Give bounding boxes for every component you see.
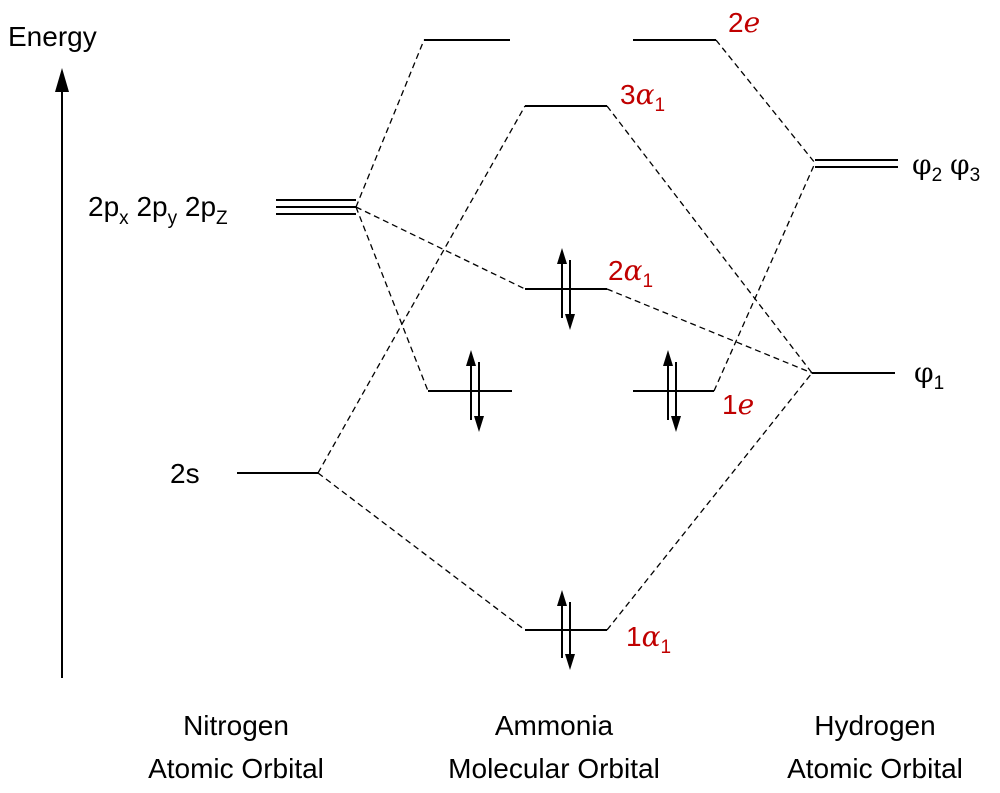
dash-2a1-to-phi1 <box>606 288 813 374</box>
electron-up-arrowhead <box>663 350 673 366</box>
dash-2p-to-1e <box>355 206 429 392</box>
mo-3a1-label: 3α1 <box>620 78 665 116</box>
nitrogen-2s-label: 2s <box>170 458 200 489</box>
electron-down-arrowhead <box>474 416 484 432</box>
dash-2s-to-1a1 <box>317 472 526 631</box>
nitrogen-caption-line2: Atomic Orbital <box>148 753 324 784</box>
hydrogen-phi1-label: φ1 <box>914 356 944 394</box>
nitrogen-2s-level-group: 2s <box>170 458 318 489</box>
hydrogen-caption-line2: Atomic Orbital <box>787 753 963 784</box>
hydrogen-labels: φ2 φ3 φ1 <box>912 148 980 394</box>
electron-up-arrowhead <box>557 590 567 606</box>
dash-1a1-to-phi1 <box>606 372 813 631</box>
electron-down-arrowhead <box>565 654 575 670</box>
energy-axis-label: Energy <box>8 21 97 52</box>
electron-pairs <box>466 248 681 670</box>
nitrogen-2p-label: 2px 2py 2pZ <box>88 191 228 229</box>
electron-down-arrowhead <box>565 314 575 330</box>
mo-1a1-label: 1α1 <box>626 620 671 658</box>
dash-1e-to-phi23 <box>713 162 816 392</box>
ammonia-caption-line1: Ammonia <box>495 710 614 741</box>
mo-2e-label: 2e <box>728 6 760 39</box>
electron-up-arrowhead <box>557 248 567 264</box>
electron-pair-1e-right <box>663 350 681 432</box>
ammonia-caption-line2: Molecular Orbital <box>448 753 660 784</box>
energy-axis: Energy <box>8 21 97 678</box>
electron-pair-1a1 <box>557 590 575 670</box>
hydrogen-phi23-label: φ2 φ3 <box>912 148 980 186</box>
electron-pair-1e-left <box>466 350 484 432</box>
nitrogen-caption-line1: Nitrogen <box>183 710 289 741</box>
mo-1e-label: 1e <box>722 388 754 421</box>
hydrogen-caption-line1: Hydrogen <box>814 710 935 741</box>
electron-pair-2a1 <box>557 248 575 330</box>
dash-2s-to-3a1 <box>317 105 526 474</box>
dash-2p-to-2a1 <box>355 206 526 290</box>
dash-2e-to-phi23 <box>715 39 816 164</box>
hydrogen-levels <box>812 159 898 374</box>
ammonia-mo-levels <box>424 39 716 631</box>
column-captions: Nitrogen Atomic Orbital Ammonia Molecula… <box>148 710 963 784</box>
correlation-lines <box>317 39 816 631</box>
dash-2p-to-2e <box>355 39 425 208</box>
electron-up-arrowhead <box>466 350 476 366</box>
energy-axis-arrowhead <box>55 68 69 92</box>
mo-labels: 2e 3α1 2α1 1e 1α1 <box>608 6 760 658</box>
nitrogen-2p-levels: 2px 2py 2pZ <box>88 191 356 229</box>
dash-3a1-to-phi1 <box>606 105 813 374</box>
electron-down-arrowhead <box>671 416 681 432</box>
mo-2a1-label: 2α1 <box>608 254 653 292</box>
